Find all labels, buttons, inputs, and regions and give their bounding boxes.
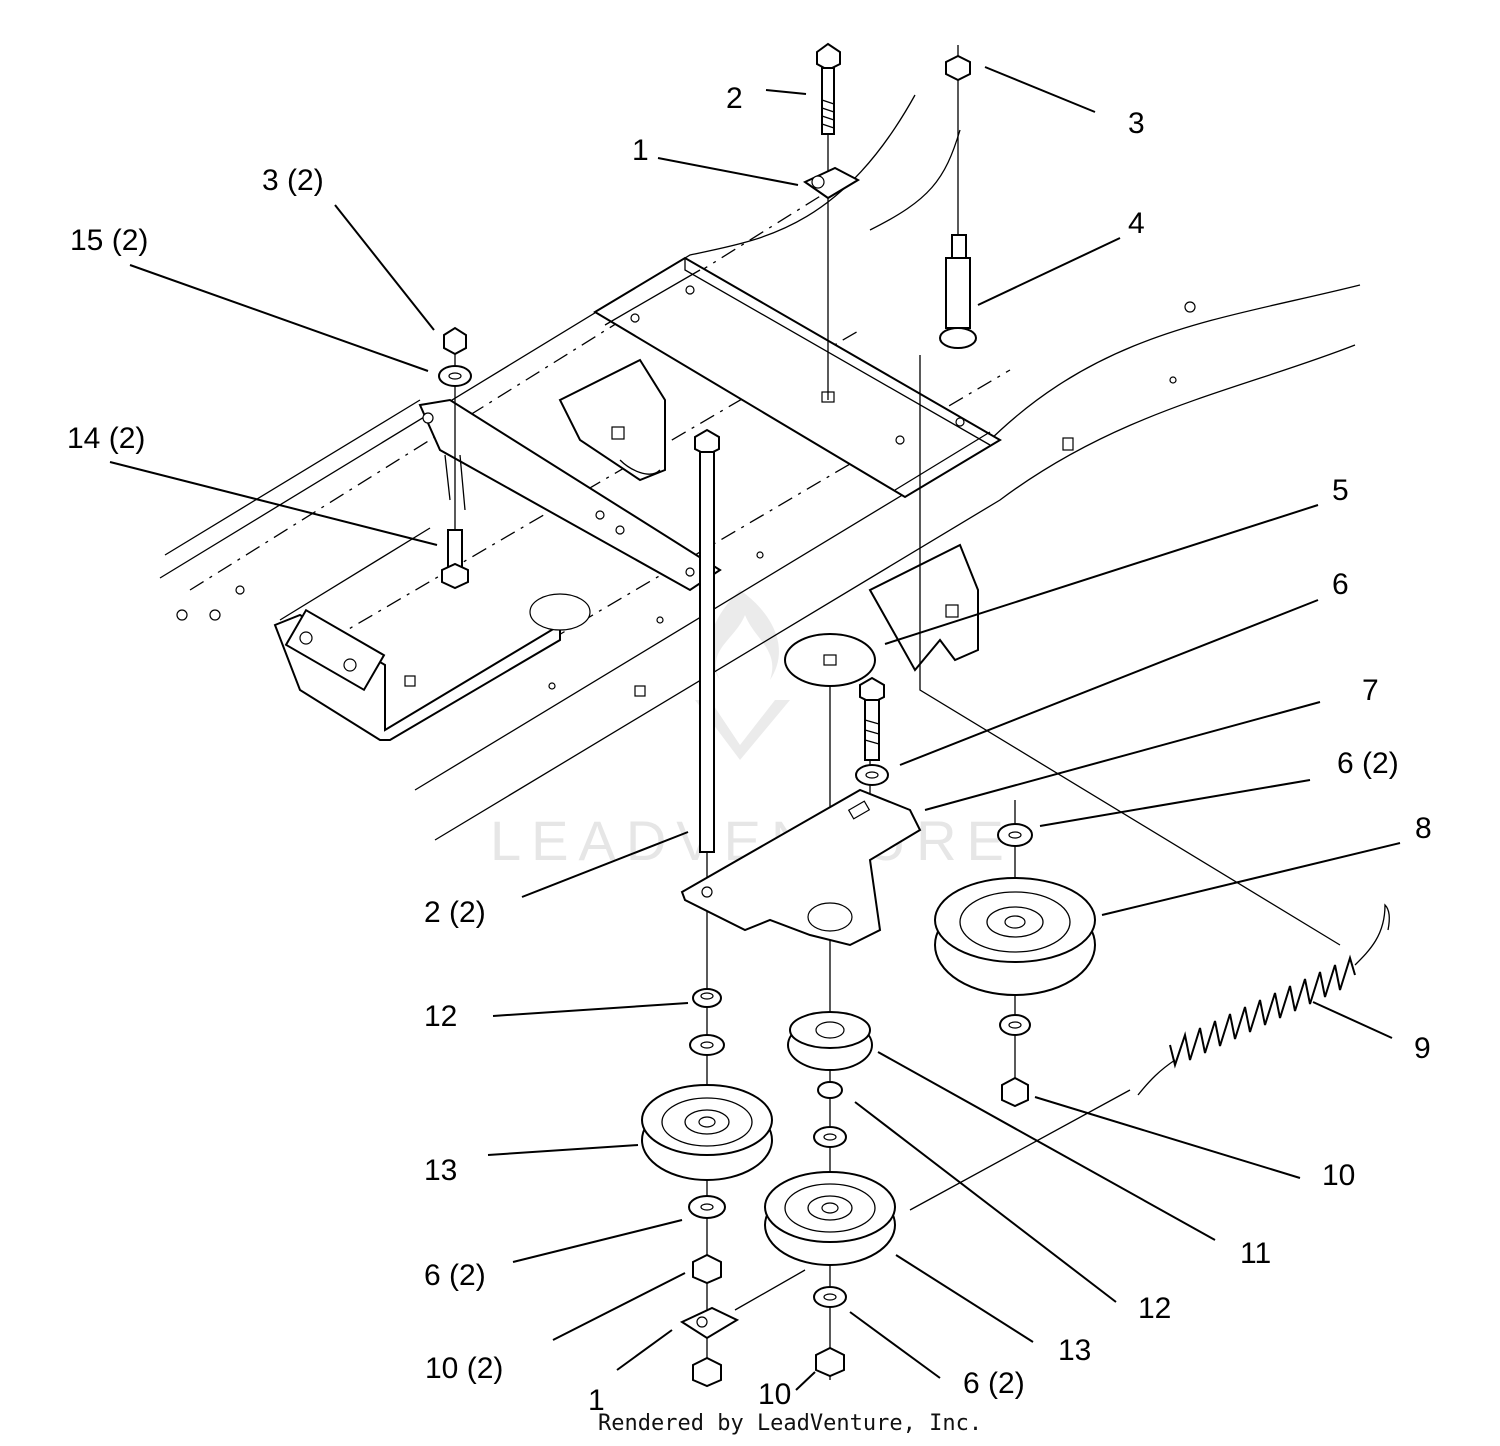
- nut-10-center: [815, 1346, 845, 1378]
- washer-6-top: [855, 764, 889, 786]
- callout-12-center: 12: [1138, 1292, 1171, 1325]
- callout-5: 5: [1332, 474, 1349, 507]
- callout-11: 11: [1240, 1237, 1271, 1270]
- washer-12-left: [689, 1034, 725, 1056]
- spacer-12-center: [817, 1081, 843, 1099]
- clip-1-lower: [679, 1306, 740, 1340]
- bolt-14: [441, 529, 469, 590]
- callout-14-2: 14 (2): [67, 422, 145, 455]
- callout-4: 4: [1128, 207, 1145, 240]
- callout-6: 6: [1332, 568, 1349, 601]
- callout-13-left: 13: [424, 1154, 457, 1187]
- callout-6-2-bottom: 6 (2): [963, 1367, 1025, 1400]
- pulley-13-center: [764, 1171, 896, 1266]
- nut-10-left: [692, 1253, 722, 1285]
- callout-10-2: 10 (2): [425, 1352, 503, 1385]
- leader-lines: [109, 66, 1401, 1391]
- callout-2-top: 2: [726, 82, 743, 115]
- nut-3-top: [945, 54, 971, 82]
- washer-6-left: [688, 1195, 726, 1219]
- callout-6-2-left: 6 (2): [424, 1259, 486, 1292]
- spacer-4: [939, 234, 977, 349]
- pulley-11: [787, 1011, 873, 1071]
- nut-10-right: [1001, 1076, 1029, 1108]
- render-credit: Rendered by LeadVenture, Inc.: [598, 1411, 982, 1436]
- nut-bottom-left: [692, 1356, 722, 1388]
- callout-13-center: 13: [1058, 1334, 1091, 1367]
- washer-15: [438, 365, 472, 387]
- callout-15-2: 15 (2): [70, 224, 148, 257]
- frame-structure: [159, 94, 1361, 946]
- callout-10-right: 10: [1322, 1159, 1355, 1192]
- washer-center: [813, 1126, 847, 1148]
- pulley-8: [934, 877, 1096, 996]
- pulley-13-left: [641, 1084, 773, 1181]
- clip-1-top: [803, 166, 861, 200]
- watermark-logo: [695, 590, 790, 760]
- callout-3-top: 3: [1128, 107, 1145, 140]
- callout-10-center: 10: [758, 1378, 791, 1411]
- spacer-12-left: [692, 988, 722, 1008]
- washer-6-right: [997, 823, 1033, 847]
- callout-1-top: 1: [632, 134, 649, 167]
- callout-labels: 1 2 3 3 (2) 4 15 (2) 14 (2) 5 6 7 6 (2) …: [67, 82, 1432, 1417]
- callout-8: 8: [1415, 812, 1432, 845]
- callout-1-lower: 1: [588, 1384, 605, 1417]
- bolt-2-top: [816, 42, 841, 135]
- washer-6-center: [813, 1286, 847, 1308]
- callout-6-2-right: 6 (2): [1337, 747, 1399, 780]
- callout-9: 9: [1414, 1032, 1431, 1065]
- bracket-7: [680, 788, 922, 947]
- bolt-2-lower: [694, 428, 720, 853]
- washer-6-pulley-8: [999, 1014, 1031, 1036]
- callout-12-left: 12: [424, 1000, 457, 1033]
- bolt-6-top: [859, 676, 885, 761]
- callout-3-2: 3 (2): [262, 164, 324, 197]
- spring-9: [1137, 903, 1390, 1096]
- callout-2-2: 2 (2): [424, 896, 486, 929]
- plate-5: [784, 633, 876, 687]
- callout-7: 7: [1362, 674, 1379, 707]
- nut-3-left: [443, 326, 467, 356]
